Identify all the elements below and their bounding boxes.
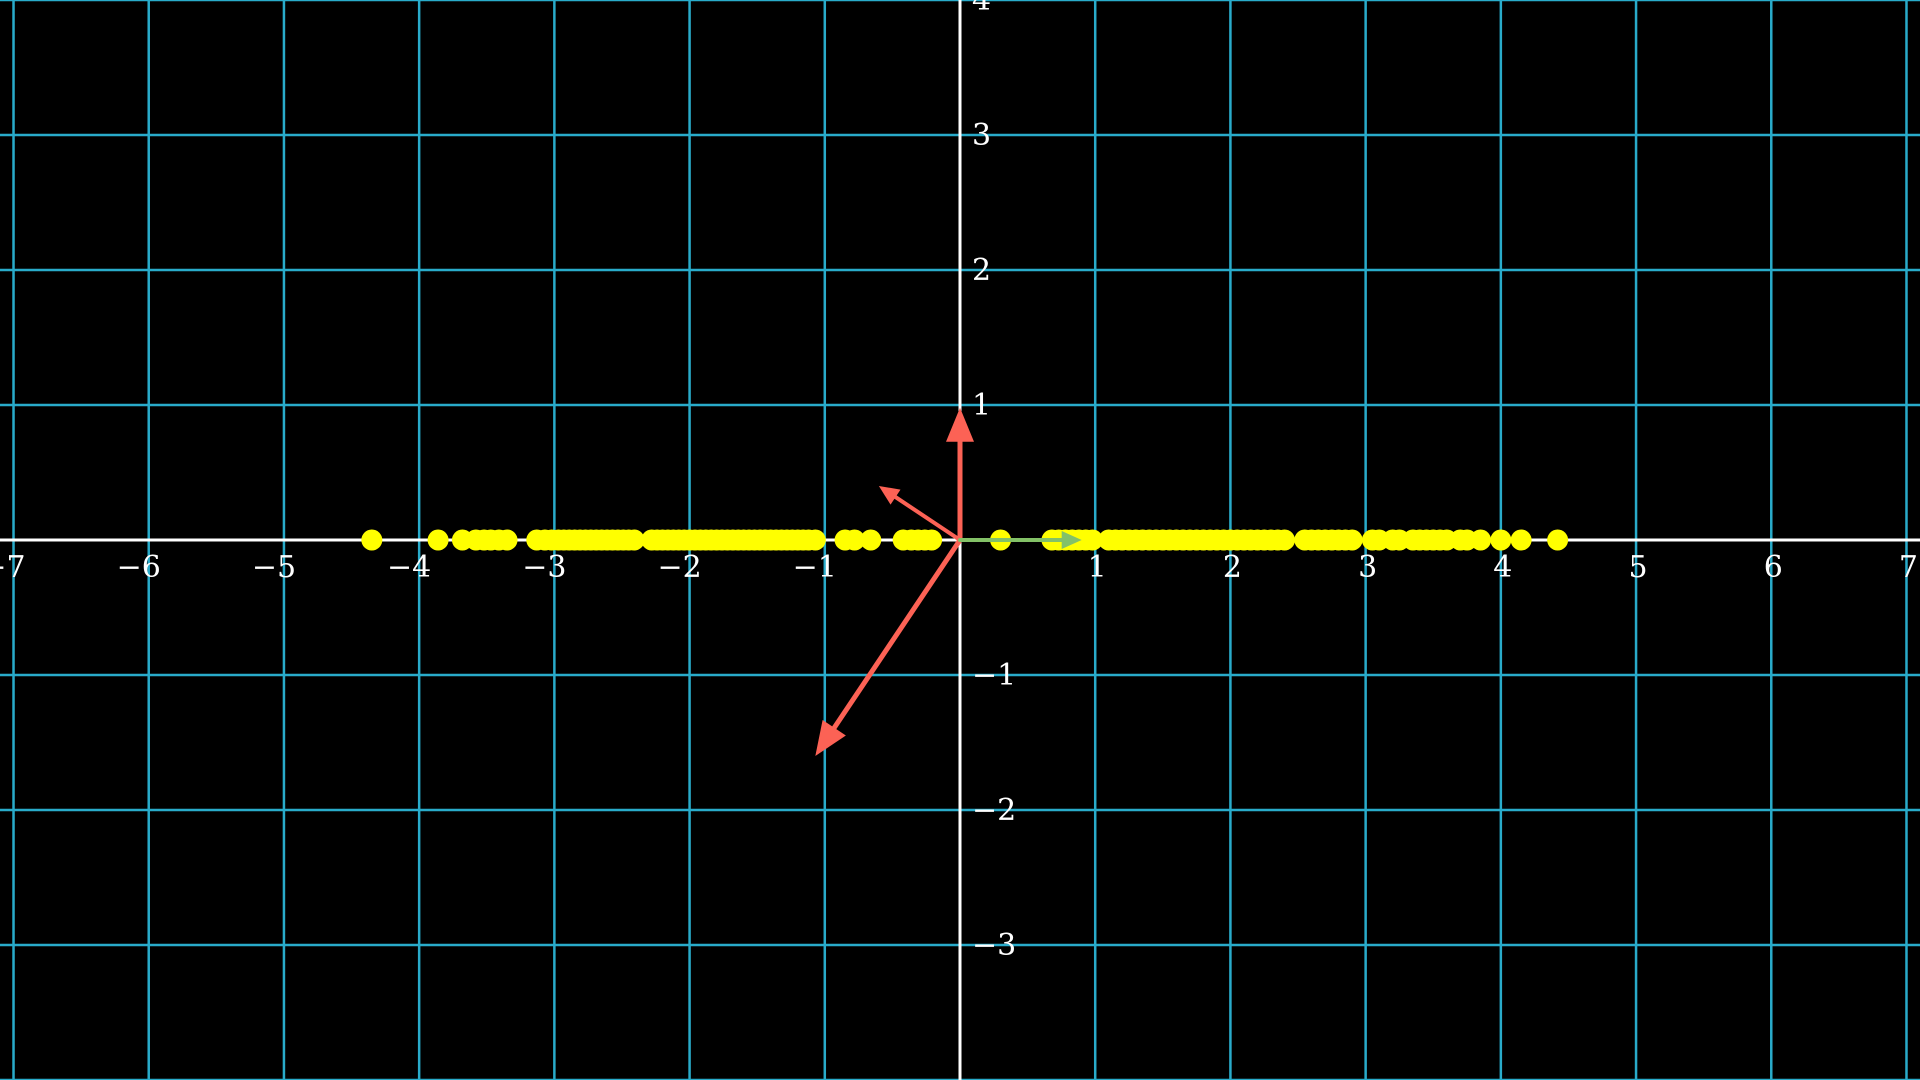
data-points <box>361 529 1569 551</box>
y-tick-label: 3 <box>972 118 991 153</box>
data-point <box>860 529 882 551</box>
x-tick-label: −4 <box>387 550 431 585</box>
y-tick-label: 2 <box>972 253 991 288</box>
x-tick-label: 6 <box>1764 550 1783 585</box>
vector-arrowhead <box>815 719 846 756</box>
data-point <box>1547 529 1569 551</box>
data-point <box>623 529 645 551</box>
x-tick-label: 4 <box>1493 550 1512 585</box>
data-point <box>804 529 826 551</box>
vector-shaft <box>893 495 962 542</box>
data-point <box>1490 529 1512 551</box>
x-tick-label: −1 <box>793 550 837 585</box>
vectors <box>815 407 1082 756</box>
x-tick-label: 5 <box>1629 550 1648 585</box>
data-point <box>1470 529 1492 551</box>
data-point <box>1274 529 1296 551</box>
x-tick-label: 1 <box>1088 550 1107 585</box>
tick-labels: −7 −6 −5 −4 −3 −2 −1 1 2 3 4 5 6 7 −3 −2 −1 1 2 3 4 <box>0 0 1918 963</box>
data-point <box>1510 529 1532 551</box>
y-tick-label: −3 <box>972 928 1016 963</box>
y-tick-label: −1 <box>972 658 1016 693</box>
x-tick-label: −6 <box>117 550 161 585</box>
y-tick-label: 1 <box>972 388 991 423</box>
x-tick-label: 7 <box>1899 550 1918 585</box>
vector-arrowhead <box>878 486 901 505</box>
vector-arrowhead <box>946 407 974 442</box>
vector-arrowhead <box>1061 531 1082 549</box>
x-tick-label: −5 <box>252 550 296 585</box>
vector-shaft <box>831 537 963 731</box>
data-point <box>921 529 943 551</box>
data-point <box>844 529 866 551</box>
data-point <box>1082 529 1104 551</box>
data-point <box>361 529 383 551</box>
y-tick-label: −2 <box>972 793 1016 828</box>
data-point <box>427 529 449 551</box>
x-tick-label: −2 <box>657 550 701 585</box>
x-tick-label: −7 <box>0 550 26 585</box>
x-tick-label: 2 <box>1223 550 1242 585</box>
data-point <box>496 529 518 551</box>
x-tick-label: −3 <box>522 550 566 585</box>
y-tick-label: 4 <box>972 0 991 18</box>
x-tick-label: 3 <box>1358 550 1377 585</box>
data-point <box>1341 529 1363 551</box>
